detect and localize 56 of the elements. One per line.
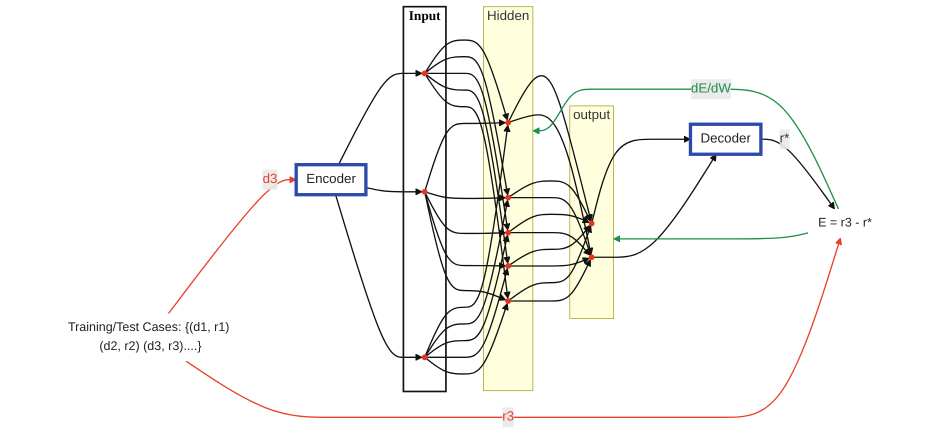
node-circle — [505, 230, 512, 236]
node-text: E = r3 - r* — [818, 216, 872, 230]
arrow — [426, 56, 510, 196]
cluster: Input — [402, 6, 447, 392]
arrow — [425, 39, 510, 120]
arrow — [510, 259, 591, 302]
cluster: output — [569, 105, 614, 319]
arrow — [168, 176, 297, 314]
node-circle — [588, 254, 595, 260]
edge-label: r3 — [502, 410, 514, 424]
arrow — [510, 257, 590, 267]
arrow — [366, 186, 422, 196]
arrow — [613, 232, 808, 243]
arrow — [425, 194, 506, 237]
node-text: Training/Test Cases: {(d1, r1) (d2, r2) (d3, r3)....} — [68, 320, 230, 354]
arrow — [338, 70, 422, 165]
arrow — [510, 114, 594, 256]
node-circle — [422, 70, 428, 76]
arrow — [186, 238, 842, 418]
node-circle — [505, 263, 512, 269]
edge-label: dE/dW — [690, 82, 731, 96]
node-box: Encoder — [294, 163, 368, 196]
arrow — [508, 75, 593, 222]
arrow — [510, 225, 592, 300]
edge-label: d3 — [262, 172, 278, 186]
arrow — [510, 232, 590, 256]
arrow — [594, 154, 717, 258]
node-circle — [505, 194, 512, 201]
arrow — [427, 268, 510, 358]
node-box: Decoder — [688, 122, 763, 156]
node-circle — [422, 354, 428, 360]
node-circle — [588, 220, 595, 226]
arrow — [510, 225, 590, 266]
arrow — [532, 88, 840, 210]
cluster: Hidden — [483, 6, 534, 392]
node-circle — [505, 120, 512, 126]
arrow — [424, 194, 506, 301]
arrow — [424, 194, 506, 270]
arrow — [592, 136, 691, 222]
node-circle — [422, 188, 428, 195]
arrow — [425, 124, 511, 356]
arrow — [425, 200, 510, 356]
arrow — [760, 138, 835, 210]
edge-label: r* — [780, 132, 790, 146]
arrow — [424, 119, 506, 190]
arrow — [510, 196, 592, 256]
arrow — [334, 194, 422, 361]
node-circle — [505, 298, 512, 304]
arrow — [426, 74, 511, 264]
arrow — [426, 303, 509, 375]
arrow — [426, 234, 510, 356]
arrow — [510, 214, 590, 232]
arrow — [510, 180, 591, 222]
arrow — [425, 75, 511, 299]
arrow — [427, 72, 510, 230]
arrow — [426, 192, 506, 202]
